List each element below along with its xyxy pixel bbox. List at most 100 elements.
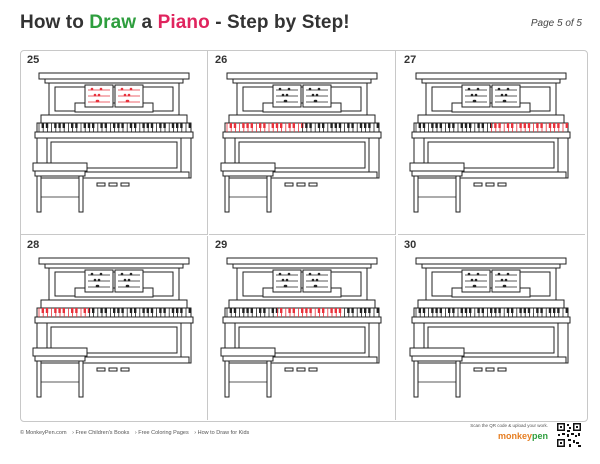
step-number: 30 xyxy=(404,239,417,251)
black-key xyxy=(477,308,480,313)
black-key xyxy=(364,308,367,313)
step-cell: 28 xyxy=(21,236,208,420)
footer-link[interactable]: › Free Children's Books xyxy=(72,430,130,436)
black-key xyxy=(180,123,183,128)
music-note xyxy=(287,87,291,91)
bench-apron xyxy=(34,355,86,362)
music-note xyxy=(97,93,101,97)
music-note xyxy=(285,278,289,282)
page-indicator: Page 5 of 5 xyxy=(530,18,582,29)
footer-link[interactable]: © MonkeyPen.com xyxy=(20,430,67,436)
music-stand xyxy=(262,287,342,298)
step-number: 25 xyxy=(27,54,40,66)
music-note xyxy=(313,99,317,103)
piano-lid-trim xyxy=(44,78,184,84)
pedal xyxy=(497,182,507,187)
piano-lid xyxy=(226,257,378,265)
black-key xyxy=(330,308,333,313)
bench-apron xyxy=(34,170,86,177)
music-note xyxy=(497,87,501,91)
step-number: 29 xyxy=(215,239,228,251)
piano-drawing xyxy=(32,72,194,213)
music-note xyxy=(504,93,508,97)
fallboard xyxy=(417,299,565,309)
music-note xyxy=(506,272,510,276)
music-note xyxy=(95,99,99,103)
fallboard xyxy=(228,299,376,309)
music-note xyxy=(497,272,501,276)
music-stand xyxy=(262,102,342,113)
black-key xyxy=(368,308,371,313)
music-note xyxy=(311,278,315,282)
music-note xyxy=(90,87,94,91)
black-key xyxy=(498,123,501,128)
music-note xyxy=(500,93,504,97)
black-key xyxy=(565,308,568,313)
footer-link[interactable]: › Free Coloring Pages xyxy=(134,430,189,436)
black-key xyxy=(418,308,421,313)
footer-link[interactable]: › How to Draw for Kids xyxy=(194,430,250,436)
fallboard xyxy=(40,299,188,309)
music-note xyxy=(127,93,131,97)
step-number: 26 xyxy=(215,54,228,66)
black-key xyxy=(176,308,179,313)
music-note xyxy=(474,278,478,282)
black-key xyxy=(163,123,166,128)
brand-logo[interactable]: monkeypen xyxy=(498,431,548,441)
bench-leg xyxy=(78,175,84,213)
music-note xyxy=(317,87,321,91)
bench-seat xyxy=(220,347,276,357)
black-key xyxy=(477,123,480,128)
black-key xyxy=(439,308,442,313)
black-key xyxy=(58,308,61,313)
music-note xyxy=(278,272,282,276)
step-cell: 25 xyxy=(21,51,208,235)
step-cell: 27 xyxy=(398,51,585,235)
black-key xyxy=(536,123,539,128)
title-part-1: How to xyxy=(20,12,90,33)
black-key xyxy=(292,308,295,313)
piano-lid-trim xyxy=(421,78,561,84)
music-note xyxy=(120,87,124,91)
piano-lid xyxy=(38,257,190,265)
black-key xyxy=(481,123,484,128)
black-key xyxy=(498,308,501,313)
music-note xyxy=(317,272,321,276)
music-note xyxy=(99,87,103,91)
music-note xyxy=(281,278,285,282)
music-note xyxy=(474,93,478,97)
black-key xyxy=(364,123,367,128)
music-note xyxy=(287,272,291,276)
black-key xyxy=(309,123,312,128)
pedal xyxy=(284,182,294,187)
black-key xyxy=(439,123,442,128)
black-key xyxy=(292,123,295,128)
key-slip xyxy=(411,316,571,324)
pedal xyxy=(308,367,318,372)
piano-lid xyxy=(415,257,567,265)
black-key xyxy=(351,308,354,313)
piano-drawing xyxy=(409,72,571,213)
black-key xyxy=(288,308,291,313)
pedal xyxy=(96,367,106,372)
black-key xyxy=(271,308,274,313)
bench-apron xyxy=(411,170,463,177)
black-key xyxy=(117,308,120,313)
black-key xyxy=(271,123,274,128)
pedal xyxy=(473,367,483,372)
black-key xyxy=(435,123,438,128)
pedal xyxy=(296,367,306,372)
music-note xyxy=(311,93,315,97)
step-cell: 29 xyxy=(209,236,396,420)
pedal xyxy=(120,367,130,372)
bench-seat xyxy=(32,347,88,357)
piano-lid xyxy=(38,72,190,80)
qr-code-icon[interactable] xyxy=(556,422,582,448)
black-key xyxy=(540,123,543,128)
pedal xyxy=(120,182,130,187)
bench-leg xyxy=(36,360,42,398)
music-note xyxy=(313,284,317,288)
bench-leg xyxy=(224,360,230,398)
piano-lid-trim xyxy=(232,78,372,84)
music-note xyxy=(99,272,103,276)
